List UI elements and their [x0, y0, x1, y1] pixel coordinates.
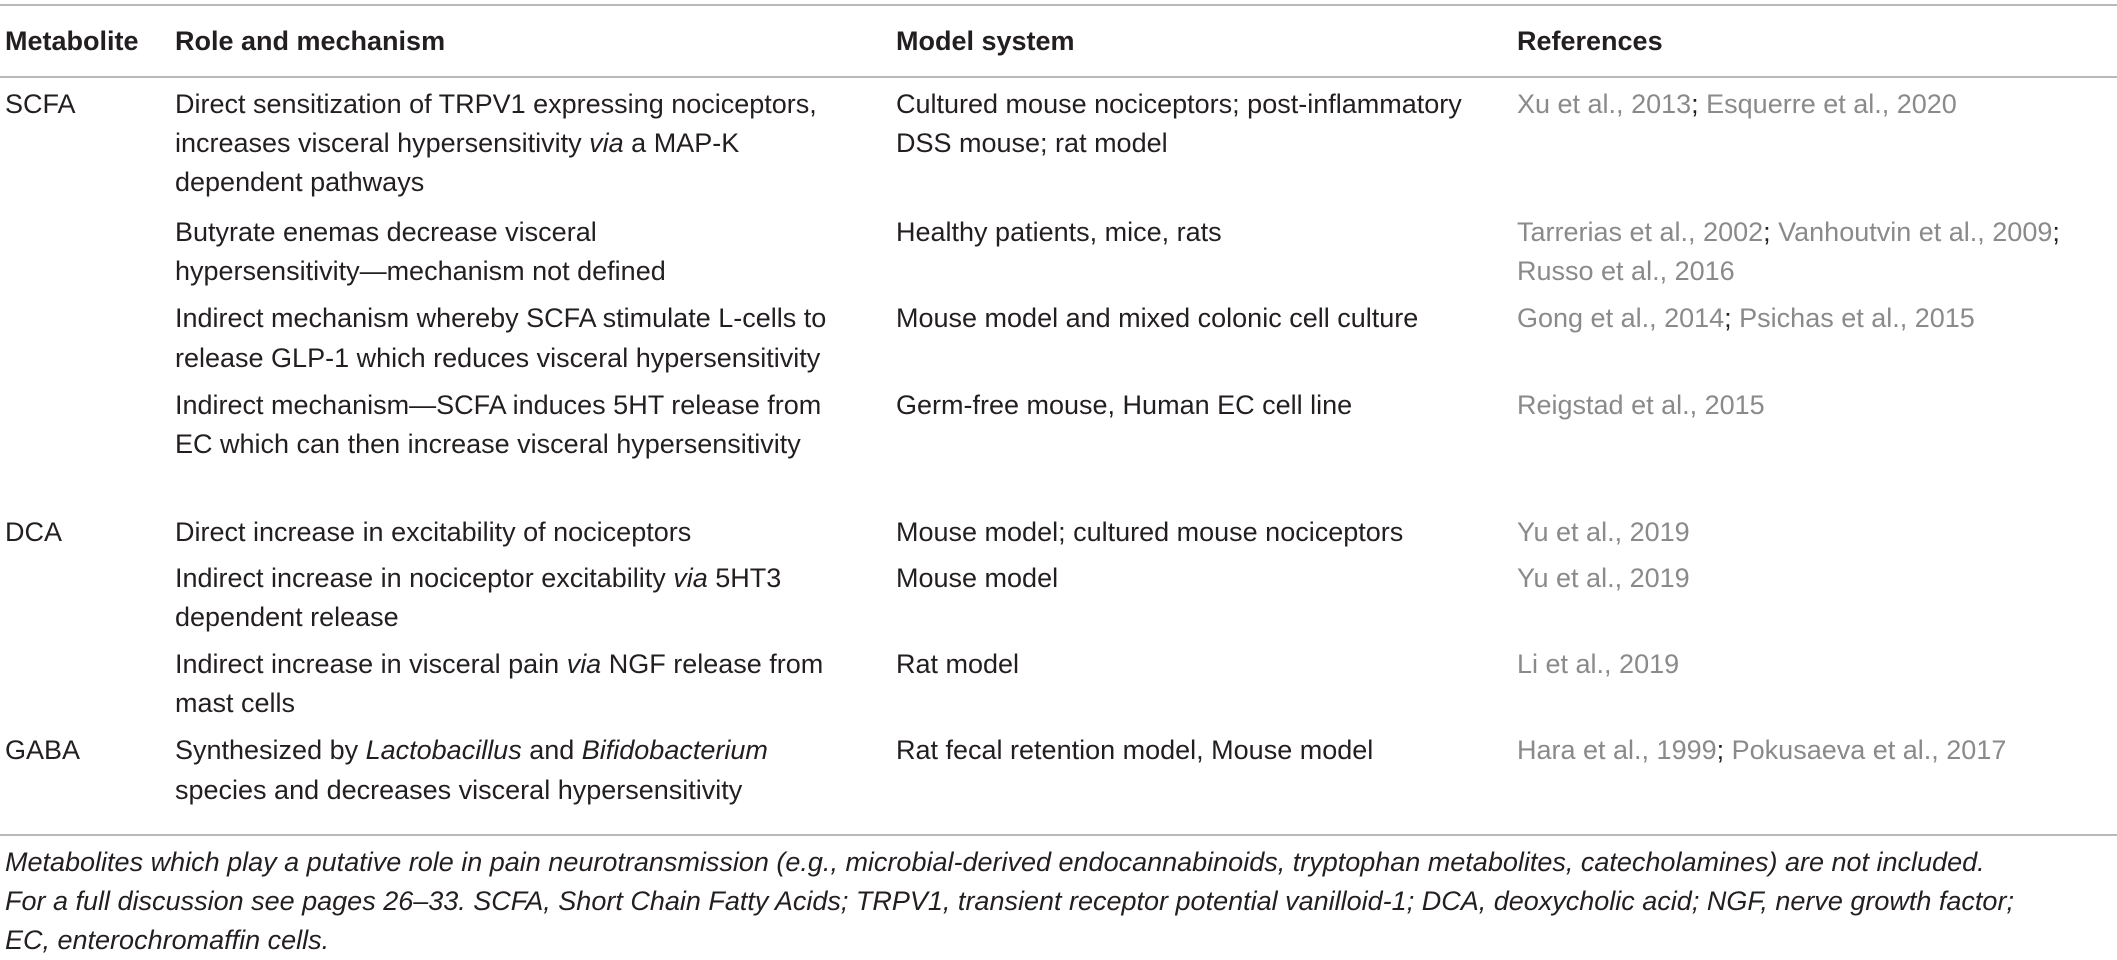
role-line: Indirect increase in nociceptor excitabi… — [175, 559, 781, 598]
role-line: mast cells — [175, 684, 295, 723]
role-italic-term: via — [566, 649, 602, 679]
reference-link[interactable]: Xu et al., 2013 — [1517, 88, 1692, 119]
role-text: 5HT3 — [707, 562, 782, 593]
reference-line: Xu et al., 2013; Esquerre et al., 2020 — [1517, 85, 1957, 124]
reference-link[interactable]: Psichas et al., 2015 — [1739, 303, 1975, 334]
footnote-line: Metabolites which play a putative role i… — [5, 847, 1985, 877]
role-line: dependent release — [175, 598, 399, 637]
table-footnote: Metabolites which play a putative role i… — [5, 843, 2110, 960]
model-line: Healthy patients, mice, rats — [896, 217, 1222, 247]
role-text: dependent pathways — [175, 167, 425, 198]
reference-line: Reigstad et al., 2015 — [1517, 386, 1765, 425]
metabolite-cell: DCA — [5, 516, 63, 547]
metabolite-cell: SCFA — [5, 88, 76, 119]
reference-line: Hara et al., 1999; Pokusaeva et al., 201… — [1517, 731, 2006, 770]
role-line: dependent pathways — [175, 163, 424, 202]
reference-separator: ; — [1763, 217, 1779, 247]
model-line: Mouse model and mixed colonic cell cultu… — [896, 303, 1419, 334]
role-text: EC which can then increase visceral hype… — [175, 428, 801, 459]
metabolite-cell: GABA — [5, 735, 81, 766]
reference-line: Gong et al., 2014; Psichas et al., 2015 — [1517, 299, 1975, 338]
role-italic-term: Bifidobacterium — [581, 735, 768, 766]
reference-line: Li et al., 2019 — [1517, 645, 1679, 684]
header-model: Model system — [896, 26, 1075, 56]
header-rule — [0, 76, 2117, 78]
reference-link[interactable]: Vanhoutvin et al., 2009 — [1778, 217, 2053, 247]
role-line: EC which can then increase visceral hype… — [175, 425, 801, 464]
footnote-line: For a full discussion see pages 26–33. S… — [5, 886, 2014, 916]
footnote-line: EC, enterochromaffin cells. — [5, 925, 330, 955]
header-role: Role and mechanism — [175, 26, 446, 56]
reference-link[interactable]: Pokusaeva et al., 2017 — [1731, 735, 2007, 766]
table-top-rule — [0, 4, 2117, 6]
role-text: Indirect mechanism whereby SCFA stimulat… — [175, 303, 827, 334]
role-text: Butyrate enemas decrease visceral — [175, 217, 597, 247]
role-text: Indirect increase in nociceptor excitabi… — [175, 562, 674, 593]
role-text: Direct increase in excitability of nocic… — [175, 516, 692, 547]
model-line: Mouse model; cultured mouse nociceptors — [896, 516, 1404, 547]
model-line: Rat fecal retention model, Mouse model — [896, 735, 1374, 766]
model-line: DSS mouse; rat model — [896, 127, 1168, 158]
role-text: release GLP-1 which reduces visceral hyp… — [175, 342, 821, 373]
role-line: release GLP-1 which reduces visceral hyp… — [175, 339, 820, 378]
reference-separator: ; — [1716, 735, 1732, 766]
reference-link[interactable]: Tarrerias et al., 2002 — [1517, 217, 1764, 247]
role-line: Indirect increase in visceral pain via N… — [175, 645, 823, 684]
header-references: References — [1517, 26, 1663, 56]
role-line: Indirect mechanism whereby SCFA stimulat… — [175, 299, 826, 338]
role-text: hypersensitivity—mechanism not defined — [175, 256, 666, 287]
reference-link[interactable]: Yu et al., 2019 — [1517, 516, 1690, 547]
reference-link[interactable]: Esquerre et al., 2020 — [1706, 88, 1957, 119]
reference-separator: ; — [2052, 217, 2060, 247]
role-text: Synthesized by — [175, 735, 366, 766]
role-line: Indirect mechanism—SCFA induces 5HT rele… — [175, 386, 821, 425]
header-metabolite: Metabolite — [5, 26, 139, 56]
role-italic-term: via — [673, 562, 708, 593]
role-text: Indirect mechanism—SCFA induces 5HT rele… — [175, 389, 822, 420]
role-text: Indirect increase in visceral pain — [175, 649, 567, 679]
model-line: Rat model — [896, 649, 1020, 679]
reference-line: Tarrerias et al., 2002; Vanhoutvin et al… — [1517, 213, 2060, 252]
role-italic-term: Lactobacillus — [365, 735, 522, 766]
role-text: and — [521, 735, 582, 766]
role-line: Synthesized by Lactobacillus and Bifidob… — [175, 731, 768, 770]
role-text: dependent release — [175, 601, 399, 632]
model-line: Mouse model — [896, 562, 1059, 593]
role-text: increases visceral hypersensitivity — [175, 127, 590, 158]
reference-line: Russo et al., 2016 — [1517, 252, 1735, 291]
reference-line: Yu et al., 2019 — [1517, 513, 1690, 552]
reference-link[interactable]: Li et al., 2019 — [1517, 649, 1680, 679]
reference-link[interactable]: Yu et al., 2019 — [1517, 562, 1690, 593]
role-line: Direct sensitization of TRPV1 expressing… — [175, 85, 817, 124]
role-italic-term: via — [589, 127, 624, 158]
reference-link[interactable]: Gong et al., 2014 — [1517, 303, 1725, 334]
role-text: a MAP-K — [623, 127, 740, 158]
table-bottom-rule — [0, 834, 2117, 836]
role-line: Direct increase in excitability of nocic… — [175, 513, 691, 552]
reference-separator: ; — [1691, 88, 1707, 119]
reference-link[interactable]: Russo et al., 2016 — [1517, 256, 1735, 287]
reference-link[interactable]: Reigstad et al., 2015 — [1517, 389, 1765, 420]
model-line: Germ-free mouse, Human EC cell line — [896, 389, 1353, 420]
role-text: NGF release from — [601, 649, 824, 679]
model-line: Cultured mouse nociceptors; post-inflamm… — [896, 88, 1462, 119]
role-text: Direct sensitization of TRPV1 expressing… — [175, 88, 817, 119]
role-line: increases visceral hypersensitivity via … — [175, 124, 739, 163]
reference-separator: ; — [1724, 303, 1740, 334]
role-line: Butyrate enemas decrease visceral — [175, 213, 597, 252]
role-text: mast cells — [175, 688, 296, 719]
reference-line: Yu et al., 2019 — [1517, 559, 1690, 598]
role-text: species and decreases visceral hypersens… — [175, 774, 743, 805]
role-line: hypersensitivity—mechanism not defined — [175, 252, 666, 291]
reference-link[interactable]: Hara et al., 1999 — [1517, 735, 1717, 766]
role-line: species and decreases visceral hypersens… — [175, 771, 742, 810]
